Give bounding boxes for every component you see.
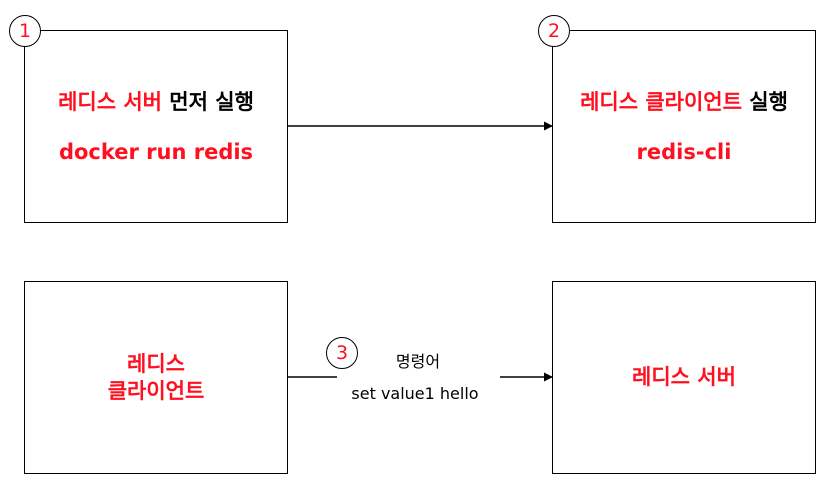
- message-command: set value1 hello: [351, 384, 479, 403]
- client-start-title-highlight: 레디스 클라이언트: [580, 90, 742, 115]
- redis-client-start-box: 레디스 클라이언트 실행 redis-cli: [552, 30, 816, 223]
- redis-server-start-box: 레디스 서버 먼저 실행 docker run redis: [24, 30, 288, 223]
- step-badge-1: 1: [9, 15, 41, 47]
- client-start-command: redis-cli: [636, 139, 732, 164]
- redis-server-box: 레디스 서버: [552, 281, 816, 474]
- client-start-title-rest: 실행: [741, 90, 788, 115]
- client-box-line2: 클라이언트: [107, 378, 205, 403]
- step-badge-3: 3: [326, 337, 358, 369]
- client-box-line1: 레디스: [127, 352, 185, 377]
- client-start-title: 레디스 클라이언트 실행: [580, 89, 788, 115]
- server-box-title: 레디스 서버: [632, 365, 736, 390]
- server-start-title-rest: 먼저 실행: [162, 90, 254, 115]
- server-start-command: docker run redis: [58, 139, 254, 164]
- message-label: 명령어: [395, 352, 441, 371]
- redis-client-box: 레디스 클라이언트: [24, 281, 288, 474]
- server-start-title-highlight: 레디스 서버: [58, 90, 162, 115]
- server-start-title: 레디스 서버 먼저 실행: [58, 89, 254, 115]
- step-badge-2: 2: [538, 15, 570, 47]
